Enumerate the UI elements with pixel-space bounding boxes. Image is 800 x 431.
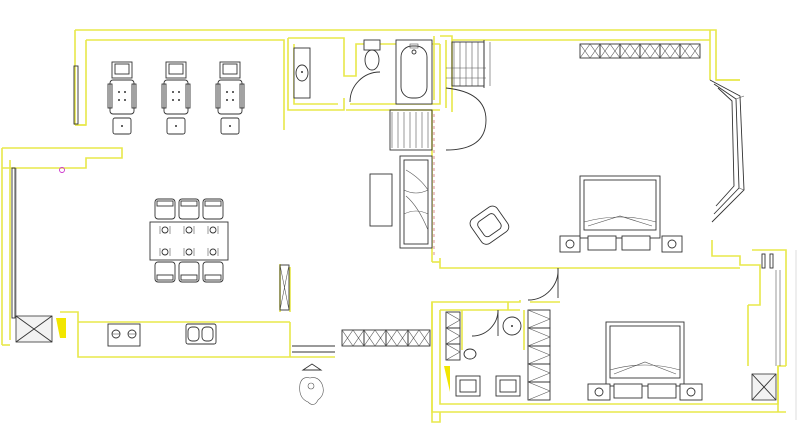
nightstand-right-2: [679, 383, 703, 401]
door-swing-bath: [471, 309, 499, 337]
place-setting: [183, 226, 195, 234]
shelf-cell-1: [341, 329, 365, 347]
shelf-cell-3: [385, 329, 409, 347]
bath-cabinet-cell-1: [445, 311, 461, 329]
plant-figure: [299, 377, 324, 405]
bay-window: [709, 79, 745, 223]
stair-frame-upper: [451, 41, 485, 87]
dining-chair-top-1: [154, 198, 176, 220]
stairs: [389, 40, 491, 151]
desk-chair-1: [107, 61, 137, 135]
toilet-tank: [363, 39, 381, 51]
dining-table: [149, 221, 229, 261]
armchair: [469, 205, 510, 245]
sofa: [399, 155, 433, 249]
bathroom-bottom-fixtures: [445, 309, 551, 401]
tall-cabinet: [527, 309, 551, 401]
place-settings: [159, 226, 219, 256]
tall-cabinet-cell-1: [527, 309, 551, 329]
dining-chair-top-2: [178, 198, 200, 220]
nightstand-left: [559, 235, 581, 253]
bed-master: [579, 175, 661, 239]
place-setting: [207, 226, 219, 234]
tv-cabinet: [369, 173, 393, 227]
door-swing-bedroom: [527, 267, 559, 301]
sofa-area: [369, 155, 433, 249]
bathtub: [395, 39, 433, 105]
tall-cabinet-cell-2: [527, 327, 551, 347]
wardrobe-cell-6: [679, 43, 701, 59]
dryer: [495, 375, 521, 397]
toilet-bowl: [364, 49, 380, 71]
wardrobe-cell-5: [659, 43, 681, 59]
tall-cabinet-cell-3: [527, 345, 551, 365]
dining-set: [149, 198, 229, 283]
door-swing: [349, 71, 381, 103]
toilet-2: [463, 348, 477, 360]
nightstand-right: [661, 235, 683, 253]
tall-cabinet-cell-5: [527, 381, 551, 401]
kitchen-sink: [185, 323, 217, 345]
bath-cabinet-cell-2: [445, 327, 461, 345]
entry-shelf: [341, 329, 431, 347]
desk-chair-group: [107, 61, 245, 135]
bathroom-top-fixtures: [293, 39, 433, 105]
cabinet-living: [279, 264, 290, 311]
dining-chairs: [154, 198, 224, 283]
stair-lower: [389, 109, 433, 151]
wardrobe-cell-1: [579, 43, 601, 59]
entrance: [292, 345, 335, 405]
stair-curve: [445, 87, 487, 151]
desk-chair-2: [161, 61, 191, 135]
dining-chair-bottom-2: [178, 261, 200, 283]
wardrobe-cell-4: [639, 43, 661, 59]
dining-chair-bottom-3: [202, 261, 224, 283]
place-setting: [159, 248, 171, 256]
dining-chair-bottom-1: [154, 261, 176, 283]
shelf-cell-4: [407, 329, 431, 347]
bath-cabinet-cell-3: [445, 343, 461, 361]
place-setting: [159, 226, 171, 234]
nightstand-left-2: [587, 383, 611, 401]
tall-cabinet-cell-4: [527, 363, 551, 383]
window-left: [11, 65, 79, 319]
master-bedroom: [469, 43, 745, 253]
wall-highlights: [56, 318, 450, 392]
window-right: [761, 250, 797, 420]
wardrobe-cell-2: [599, 43, 621, 59]
dining-chair-top-3: [202, 198, 224, 220]
desk-chair-3: [215, 61, 245, 135]
second-bedroom: [587, 321, 777, 401]
shelf-cell-2: [363, 329, 387, 347]
kitchen-counter: [15, 315, 217, 347]
stair-frame-lower: [389, 109, 433, 151]
place-setting: [183, 248, 195, 256]
bed-second: [605, 321, 685, 387]
place-setting: [207, 248, 219, 256]
bath-cabinet: [445, 311, 461, 361]
wardrobe-cell-3: [619, 43, 641, 59]
stove: [107, 323, 141, 347]
washer: [455, 375, 481, 397]
wardrobe-top: [579, 43, 701, 59]
wash-basin: [295, 64, 309, 82]
